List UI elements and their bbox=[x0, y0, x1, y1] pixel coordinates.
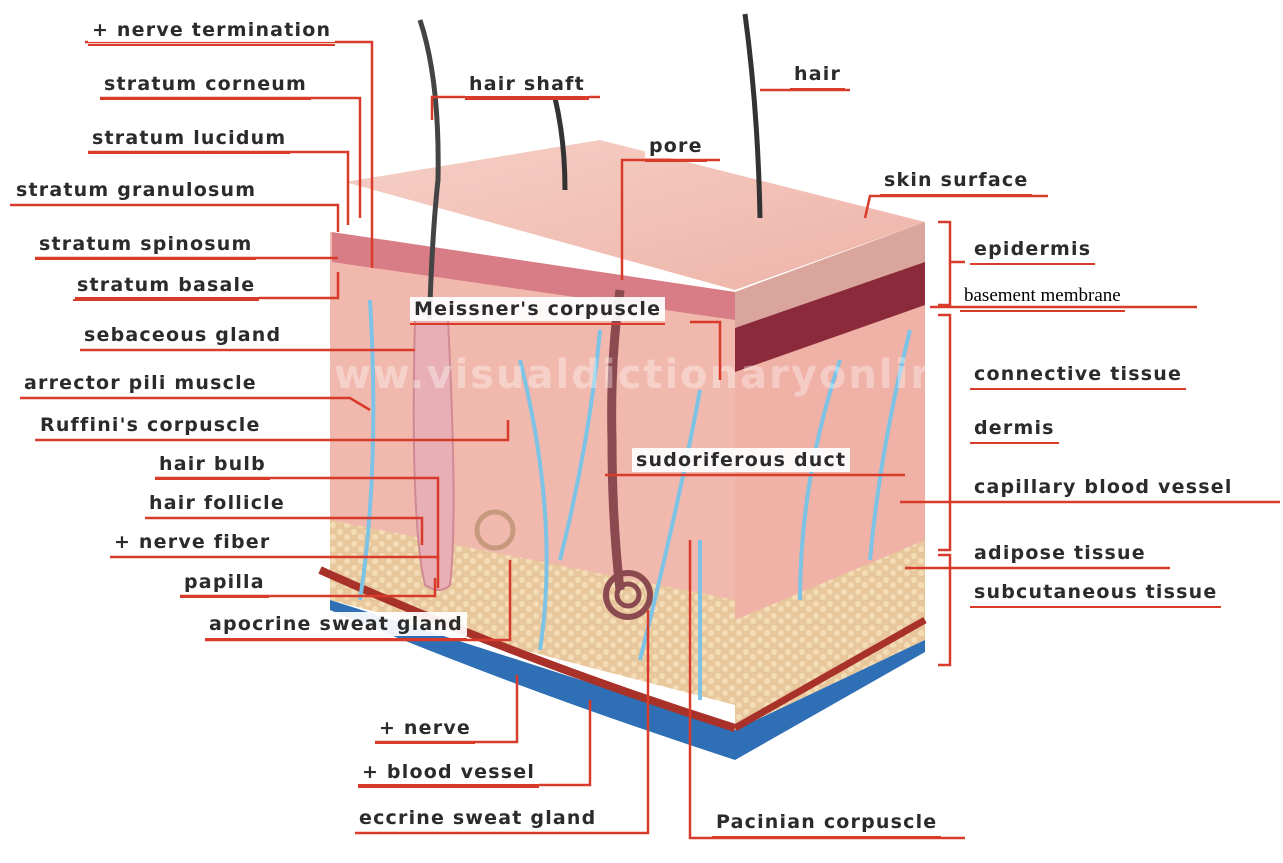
label-nerve-termination: + nerve termination bbox=[88, 18, 335, 42]
label-epidermis: epidermis bbox=[970, 237, 1095, 261]
leader-arrector-pili bbox=[20, 398, 370, 410]
label-pore: pore bbox=[645, 134, 707, 158]
leader-meissner bbox=[690, 322, 720, 380]
label-hair-shaft: hair shaft bbox=[465, 72, 589, 96]
label-dermis: dermis bbox=[970, 416, 1059, 440]
leader-pore bbox=[622, 160, 720, 280]
label-hair-follicle: hair follicle bbox=[145, 491, 289, 515]
label-stratum-lucidum: stratum lucidum bbox=[88, 126, 290, 150]
leader-stratum-granulosum bbox=[10, 205, 338, 232]
label-stratum-basale: stratum basale bbox=[73, 273, 259, 297]
bracket-epidermis bbox=[938, 222, 950, 305]
label-capillary-blood-vessel: capillary blood vessel bbox=[970, 475, 1237, 499]
label-hair: hair bbox=[790, 62, 845, 86]
leader-nerve-fiber bbox=[110, 557, 438, 588]
label-stratum-corneum: stratum corneum bbox=[100, 72, 311, 96]
label-ruffinis-corpuscle: Ruffini's corpuscle bbox=[36, 413, 265, 437]
label-eccrine-sweat-gland: eccrine sweat gland bbox=[355, 806, 600, 830]
label-basement-membrane: basement membrane bbox=[960, 284, 1125, 308]
label-nerve-fiber: + nerve fiber bbox=[110, 530, 274, 554]
leader-skin-surface bbox=[865, 196, 1048, 218]
label-sebaceous-gland: sebaceous gland bbox=[80, 323, 285, 347]
label-stratum-spinosum: stratum spinosum bbox=[35, 232, 256, 256]
leader-pacinian bbox=[690, 540, 965, 838]
label-pacinian-corpuscle: Pacinian corpuscle bbox=[712, 810, 941, 834]
label-meissners-corpuscle: Meissner's corpuscle bbox=[410, 297, 665, 321]
label-papilla: papilla bbox=[180, 570, 269, 594]
label-subcutaneous-tissue: subcutaneous tissue bbox=[970, 580, 1221, 604]
label-hair-bulb: hair bulb bbox=[155, 452, 270, 476]
label-apocrine-sweat-gland: apocrine sweat gland bbox=[205, 612, 467, 636]
label-skin-surface: skin surface bbox=[880, 168, 1032, 192]
label-connective-tissue: connective tissue bbox=[970, 362, 1186, 386]
label-stratum-granulosum: stratum granulosum bbox=[12, 178, 260, 202]
label-arrector-pili-muscle: arrector pili muscle bbox=[20, 371, 261, 395]
label-sudoriferous-duct: sudoriferous duct bbox=[632, 448, 850, 472]
leader-hair-shaft bbox=[432, 97, 600, 120]
bracket-subcutaneous bbox=[938, 555, 950, 665]
bracket-dermis bbox=[938, 315, 950, 550]
label-nerve: + nerve bbox=[375, 716, 475, 740]
label-adipose-tissue: adipose tissue bbox=[970, 541, 1150, 565]
label-blood-vessel: + blood vessel bbox=[358, 760, 539, 784]
